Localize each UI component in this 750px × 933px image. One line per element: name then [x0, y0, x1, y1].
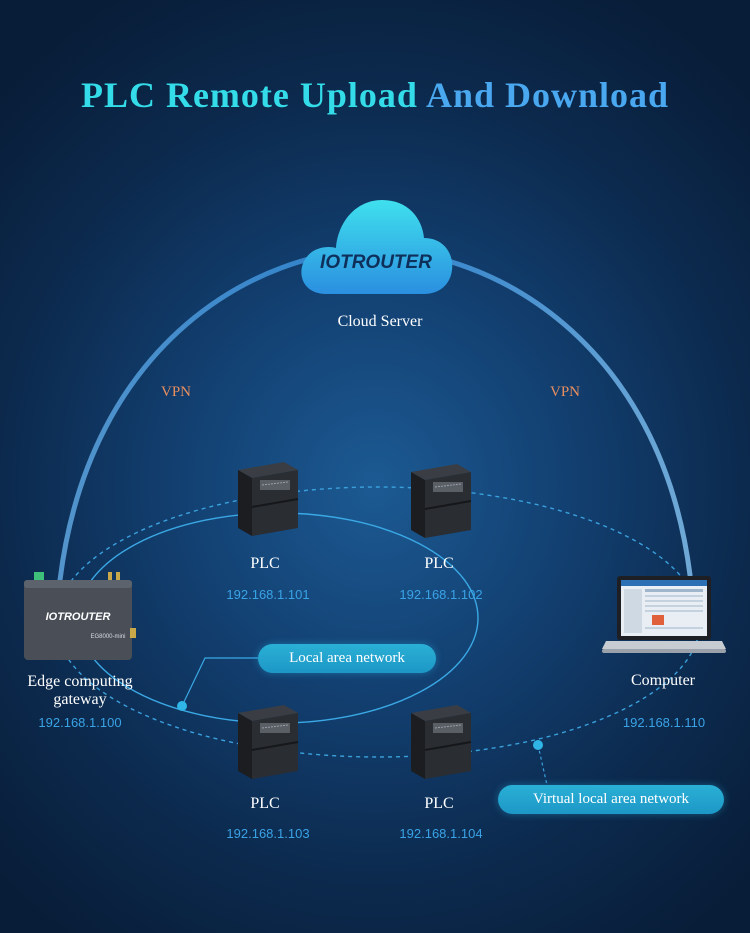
plc-2-ip: 192.168.1.102 — [399, 587, 483, 602]
gateway-icon: IOTROUTER EG8000-mini — [24, 572, 136, 660]
vpn-arc — [57, 247, 693, 583]
laptop-icon — [602, 576, 726, 653]
plc-4-ip: 192.168.1.104 — [399, 826, 483, 841]
gateway-logo: IOTROUTER — [46, 611, 111, 623]
plc-3 — [232, 703, 302, 781]
plc-1-label: PLC — [250, 555, 280, 572]
plc-4-label: PLC — [424, 795, 454, 812]
gateway-ip: 192.168.1.100 — [38, 715, 122, 730]
vlan-callout-pill: Virtual local area network — [498, 785, 724, 814]
computer-device — [602, 575, 726, 661]
plc-3-label: PLC — [250, 795, 280, 812]
lan-callout-pill: Local area network — [258, 644, 436, 673]
vpn-label-left: VPN — [161, 384, 192, 400]
plc-2-label: PLC — [424, 555, 454, 572]
plc-4 — [405, 703, 475, 781]
cloud-icon: IOTROUTER — [301, 200, 453, 294]
cloud-logo: IOTROUTER — [320, 252, 432, 273]
plc-3-ip: 192.168.1.103 — [226, 826, 310, 841]
computer-ip: 192.168.1.110 — [622, 715, 706, 730]
plc-icon — [238, 705, 299, 779]
gateway-label: Edge computing gateway — [10, 673, 150, 709]
gateway-model: EG8000-mini — [90, 634, 125, 640]
lan-callout-dot — [177, 701, 187, 711]
cloud-server-label: Cloud Server — [337, 313, 423, 330]
edge-gateway-device: IOTROUTER EG8000-mini — [22, 570, 142, 662]
plc-icon — [411, 464, 472, 538]
plc-2 — [405, 462, 475, 540]
plc-icon — [238, 462, 299, 536]
cloud-server: IOTROUTER — [296, 192, 456, 298]
gateway-label-line2: gateway — [53, 691, 107, 708]
page-title: PLC Remote Upload And Download — [80, 75, 670, 115]
computer-label: Computer — [631, 672, 695, 689]
vlan-callout-line — [537, 744, 548, 786]
plc-1-ip: 192.168.1.101 — [226, 587, 310, 602]
lan-callout-line — [181, 657, 258, 707]
gateway-label-line1: Edge computing — [27, 673, 133, 690]
vlan-callout-dot — [533, 740, 543, 750]
plc-1 — [232, 460, 302, 538]
plc-icon — [411, 705, 472, 779]
vpn-label-right: VPN — [550, 384, 581, 400]
